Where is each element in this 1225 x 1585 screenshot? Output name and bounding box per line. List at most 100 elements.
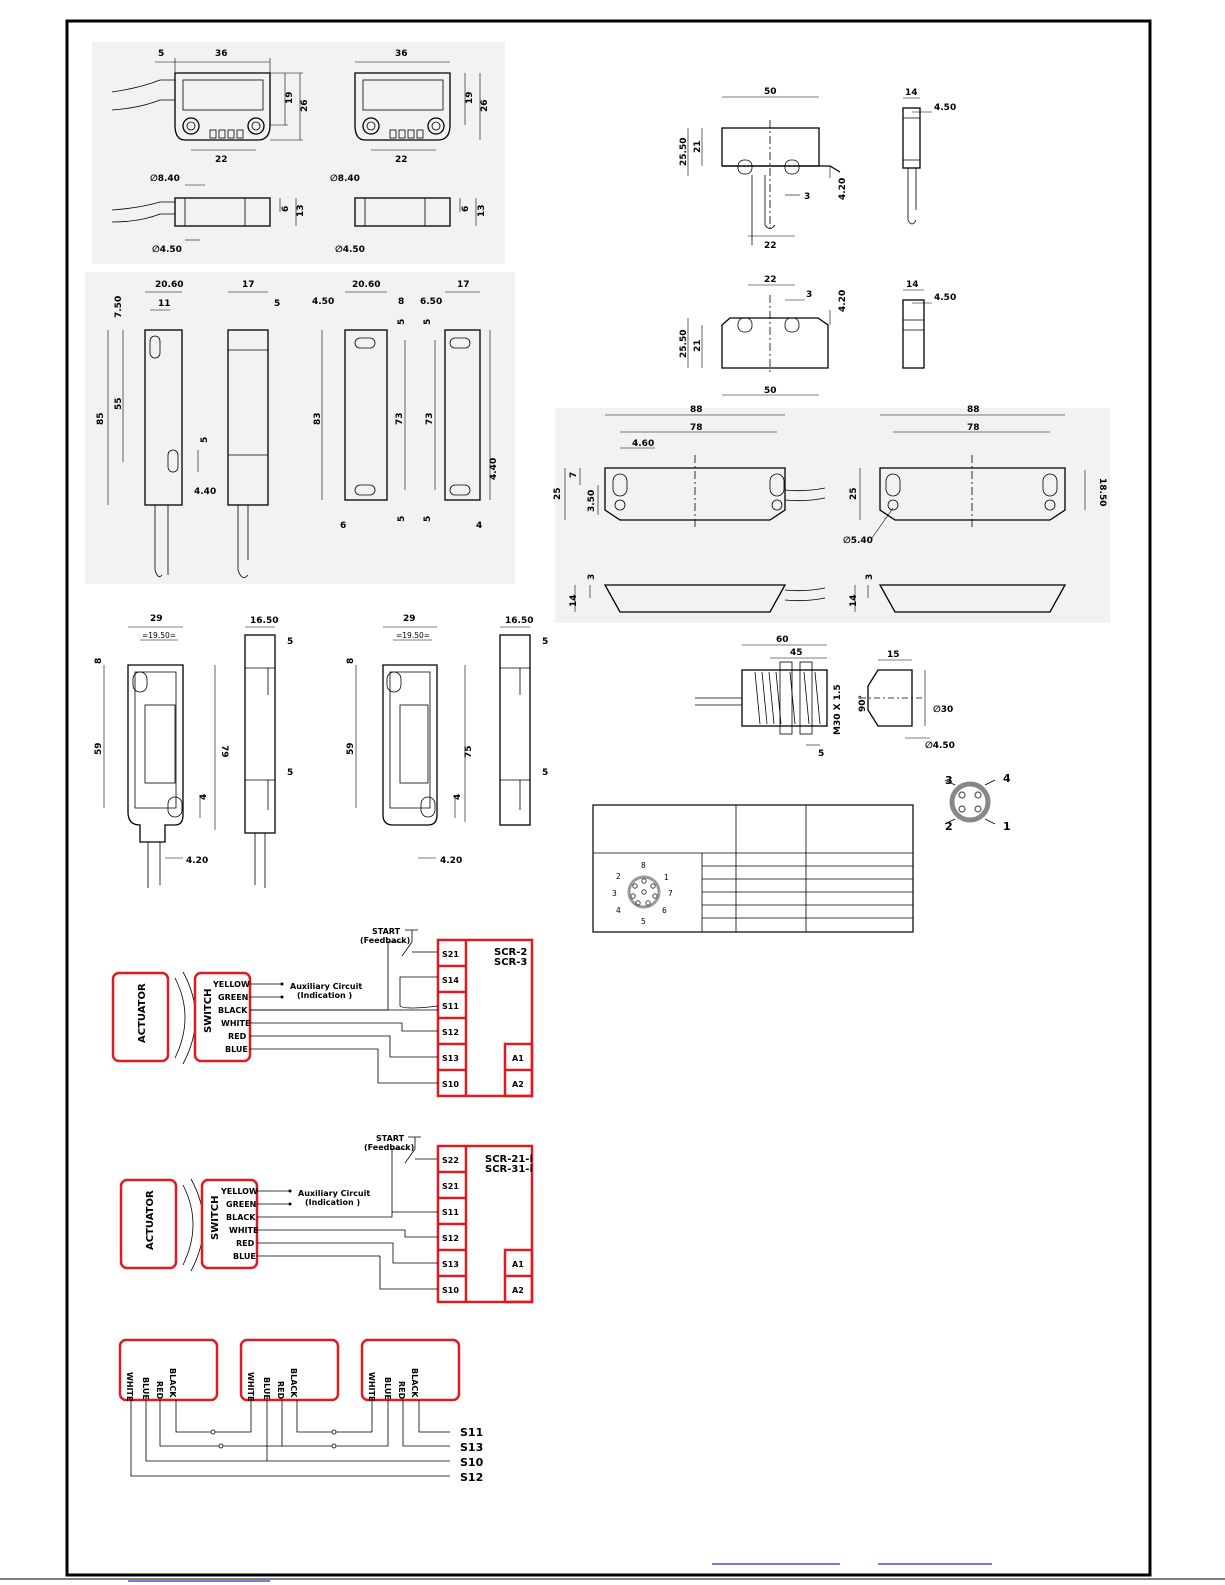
dim-h-14: 14 <box>569 594 579 607</box>
series1-blue: BLUE <box>141 1377 150 1400</box>
series-connection-diagram: WHITE BLUE RED BLACK WHITE BLUE RED BLAC… <box>118 1338 484 1484</box>
wiring1-term-s10: S10 <box>442 1080 459 1089</box>
connector8-pin6: 6 <box>662 906 667 915</box>
dim-d-1950: =19.50= <box>142 631 176 640</box>
drawing-h-switch-88: 88 78 4.60 7 25 3.50 88 78 25 18.50 ∅5.4… <box>553 405 1107 613</box>
wiring2-wire-yellow: YELLOW <box>220 1187 258 1196</box>
dim-e-29: 29 <box>403 614 416 624</box>
dim-b-11: 11 <box>158 299 171 309</box>
dim-c-8: 8 <box>398 297 404 307</box>
dim-c-4: 4 <box>476 521 482 531</box>
wiring1-wire-blue: BLUE <box>225 1045 248 1054</box>
dim-a-36: 36 <box>215 49 228 59</box>
wiring2-term-s12: S12 <box>442 1234 459 1243</box>
wiring2-switch-label: SWITCH <box>210 1196 221 1240</box>
wiring1-aux-sub: (Indication ) <box>297 991 352 1000</box>
series2-red: RED <box>276 1381 285 1400</box>
wiring2-model-2: SCR-31-i <box>485 1164 533 1175</box>
dim-f-2550: 25.50 <box>679 138 689 166</box>
drawing-a-small-switch: 5 36 19 26 22 ∅8.40 ∅4.50 6 13 36 19 26 … <box>111 49 490 255</box>
dim-i-m30: M30 X 1.5 <box>833 684 843 735</box>
wiring1-switch-box <box>193 971 252 1063</box>
wiring1-wire-yellow: YELLOW <box>212 980 250 989</box>
dim-a-26: 26 <box>300 99 310 112</box>
wiring1-wire-white: WHITE <box>221 1019 250 1028</box>
wiring1-start-label: START <box>372 927 401 936</box>
dim-c-2060: 20.60 <box>352 280 380 290</box>
dim-h-350: 3.50 <box>587 490 597 512</box>
dim-a-6b: 6 <box>461 206 471 212</box>
dim-f-50: 50 <box>764 87 777 97</box>
dim-a-5: 5 <box>158 49 164 59</box>
dim-f-450: 4.50 <box>934 103 956 113</box>
connector8-pin5: 5 <box>641 917 646 926</box>
dim-c-73: 73 <box>395 412 405 425</box>
dim-b-55: 55 <box>114 397 124 410</box>
wiring1-actuator-label: ACTUATOR <box>137 983 148 1043</box>
wiring2-term-a2: A2 <box>512 1286 524 1295</box>
connector-4pin: 3 4 2 1 <box>944 772 1011 833</box>
drawing-f-switch-50: 50 25.50 21 3 4.20 22 14 4.50 <box>679 87 956 251</box>
dim-e-59: 59 <box>346 742 356 755</box>
wiring2-model-1: SCR-21-i <box>485 1154 533 1165</box>
connector4-pin3: 3 <box>945 774 953 787</box>
wiring1-term-s14: S14 <box>442 976 459 985</box>
wiring2-switch-box <box>200 1178 259 1270</box>
dim-a-19b: 19 <box>465 91 475 104</box>
dim-d-420: 4.20 <box>186 856 208 866</box>
dim-d-4: 4 <box>199 794 209 800</box>
dim-d-8: 8 <box>94 658 104 664</box>
dim-h-3: 3 <box>587 574 597 580</box>
dim-h-1850: 18.50 <box>1097 478 1107 506</box>
dim-f-420: 4.20 <box>838 178 848 200</box>
wiring1-term-a2: A2 <box>512 1080 524 1089</box>
series-out-s12: S12 <box>460 1471 483 1484</box>
dim-h-d540: ∅5.40 <box>843 536 873 546</box>
wiring2-wire-black: BLACK <box>226 1213 256 1222</box>
wiring2-term-s21: S21 <box>442 1182 459 1191</box>
wiring1-model-2: SCR-3 <box>494 957 527 968</box>
connector4-pin4: 4 <box>1003 772 1011 785</box>
dim-i-45: 45 <box>790 648 803 658</box>
dim-e-420: 4.20 <box>440 856 462 866</box>
dim-h-25b: 25 <box>849 487 859 500</box>
connector8-pin3: 3 <box>612 889 617 898</box>
dim-e-5: 5 <box>542 637 548 647</box>
series-switch-3 <box>360 1338 461 1402</box>
dim-h-3b: 3 <box>865 574 875 580</box>
connector8-pin8: 8 <box>641 861 646 870</box>
dim-e-1650: 16.50 <box>505 616 533 626</box>
wiring2-term-a1: A1 <box>512 1260 524 1269</box>
wiring1-term-s13: S13 <box>442 1054 459 1063</box>
dim-a-19: 19 <box>285 91 295 104</box>
dim-a-d450b: ∅4.50 <box>335 245 365 255</box>
dim-i-15: 15 <box>887 650 900 660</box>
dim-h-78: 78 <box>690 423 703 433</box>
dim-e-75: 75 <box>464 745 474 758</box>
series1-white: WHITE <box>125 1372 134 1401</box>
dim-c-450: 4.50 <box>312 297 334 307</box>
dim-e-1950: =19.50= <box>396 631 430 640</box>
dim-b-17: 17 <box>242 280 255 290</box>
series3-blue: BLUE <box>383 1377 392 1400</box>
wiring1-start-sub: (Feedback) <box>360 936 410 945</box>
series1-black: BLACK <box>168 1368 177 1398</box>
dim-h-88: 88 <box>690 405 703 415</box>
dim-i-d450: ∅4.50 <box>925 741 955 751</box>
dim-c-5c: 5 <box>397 516 407 522</box>
wiring2-term-s11: S11 <box>442 1208 459 1217</box>
dim-b-440: 4.40 <box>194 487 216 497</box>
dim-a-13b: 13 <box>477 204 487 217</box>
dim-h-14b: 14 <box>849 594 859 607</box>
drawing-i-m30-cylinder: 60 45 M30 X 1.5 5 15 90° ∅30 ∅4.50 <box>695 635 955 759</box>
dim-b-85: 85 <box>96 412 106 425</box>
drawing-e-switch-75: 29 =19.50= 8 59 75 4 4.20 16.50 5 5 <box>346 614 548 866</box>
series-switch-2 <box>239 1338 340 1402</box>
wiring2-start-sub: (Feedback) <box>364 1143 414 1152</box>
wiring2-wire-green: GREEN <box>226 1200 256 1209</box>
dim-e-5b: 5 <box>542 768 548 778</box>
wiring1-wire-green: GREEN <box>218 993 248 1002</box>
dim-c-5d: 5 <box>423 516 433 522</box>
drawing-d-switch-79: 29 =19.50= 8 59 79 4 4.20 16.50 5 5 <box>94 614 293 888</box>
page-border <box>65 19 1152 1577</box>
